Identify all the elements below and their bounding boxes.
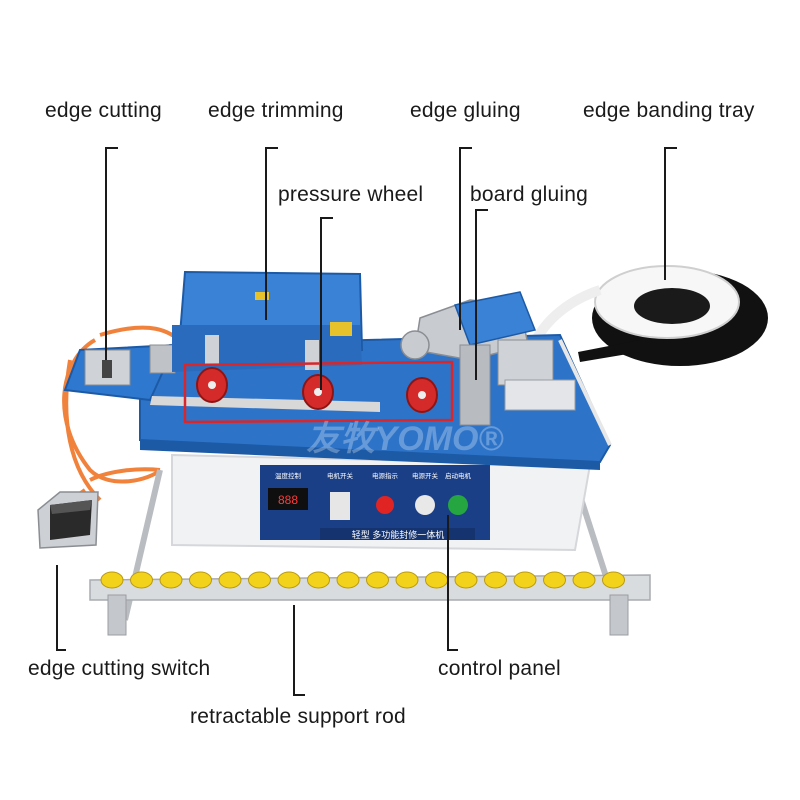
- label-board-gluing: board gluing: [470, 183, 588, 206]
- power-indicator: [376, 496, 394, 514]
- support-roller: [336, 571, 360, 589]
- label-edge-banding-tray: edge banding tray: [583, 99, 755, 122]
- tray-tape-feed: [531, 285, 602, 343]
- foot-switch: [37, 491, 99, 549]
- leader-lines: [56, 147, 677, 696]
- label-retractable-support-rod: retractable support rod: [190, 705, 406, 728]
- brand-watermark: 友牧YOMO®: [307, 420, 505, 458]
- support-roller: [484, 571, 507, 589]
- panel-heading: 电机开关: [327, 471, 354, 480]
- label-edge-gluing: edge gluing: [410, 99, 521, 122]
- support-roller: [277, 571, 301, 589]
- leader-edge-cutting-switch: [56, 565, 66, 651]
- pressure-wheels: [196, 367, 438, 413]
- edge-banding-tray: [531, 265, 768, 366]
- power-switch: [415, 495, 435, 515]
- edge-cutting-unit: [84, 344, 176, 386]
- label-edge-cutting: edge cutting: [45, 99, 162, 122]
- leader-board-gluing: [475, 209, 488, 380]
- support-roller: [218, 571, 242, 589]
- support-roller: [159, 571, 183, 589]
- start-motor-button: [448, 495, 468, 515]
- leader-edge-trimming: [265, 147, 278, 320]
- machine-body: 888 轻型 多功能封修一体机 温度控制 电机开关 电源指示 电源开关启动电机: [171, 453, 592, 552]
- panel-caption-strip: [320, 528, 475, 540]
- retractable-support-rod: [89, 571, 651, 636]
- support-roller: [248, 571, 271, 589]
- panel-heading: 电源指示: [372, 471, 399, 480]
- support-roller: [425, 571, 448, 589]
- panel-headings: 温度控制 电机开关 电源指示 电源开关启动电机: [275, 471, 472, 480]
- support-roller: [130, 571, 153, 589]
- support-roller: [100, 571, 124, 589]
- support-roller: [189, 571, 212, 589]
- support-roller: [602, 571, 625, 589]
- leader-retractable-support-rod: [293, 605, 305, 696]
- panel-heading: 启动电机: [445, 471, 472, 480]
- support-rollers: [100, 571, 625, 589]
- pressure-wheel-highlight: [183, 360, 454, 424]
- support-roller: [543, 571, 566, 589]
- tray-arm: [578, 340, 640, 362]
- edge-trimming-housing: [172, 270, 364, 372]
- leader-edge-banding-tray: [664, 147, 677, 280]
- panel-heading: 温度控制: [275, 471, 302, 480]
- support-roller: [366, 571, 389, 589]
- label-edge-cutting-switch: edge cutting switch: [28, 657, 211, 680]
- temp-display: [268, 488, 308, 510]
- motor-switch: [330, 492, 350, 520]
- support-roller: [513, 571, 537, 589]
- label-edge-trimming: edge trimming: [208, 99, 344, 122]
- support-roller: [572, 571, 596, 589]
- tray-hub: [634, 288, 710, 324]
- leader-edge-gluing: [459, 147, 472, 330]
- panel-caption: 轻型 多功能封修一体机: [352, 529, 445, 540]
- panel-heading: 电源开关: [412, 471, 439, 480]
- support-roller: [454, 571, 478, 589]
- temp-readout: 888: [278, 493, 298, 507]
- label-control-panel: control panel: [438, 657, 561, 680]
- support-roller: [395, 571, 419, 589]
- gluing-unit: [400, 291, 576, 426]
- leader-edge-cutting: [105, 147, 118, 360]
- leader-pressure-wheel: [320, 217, 333, 390]
- label-pressure-wheel: pressure wheel: [278, 183, 424, 206]
- support-roller: [307, 571, 330, 589]
- leader-control-panel: [447, 515, 458, 651]
